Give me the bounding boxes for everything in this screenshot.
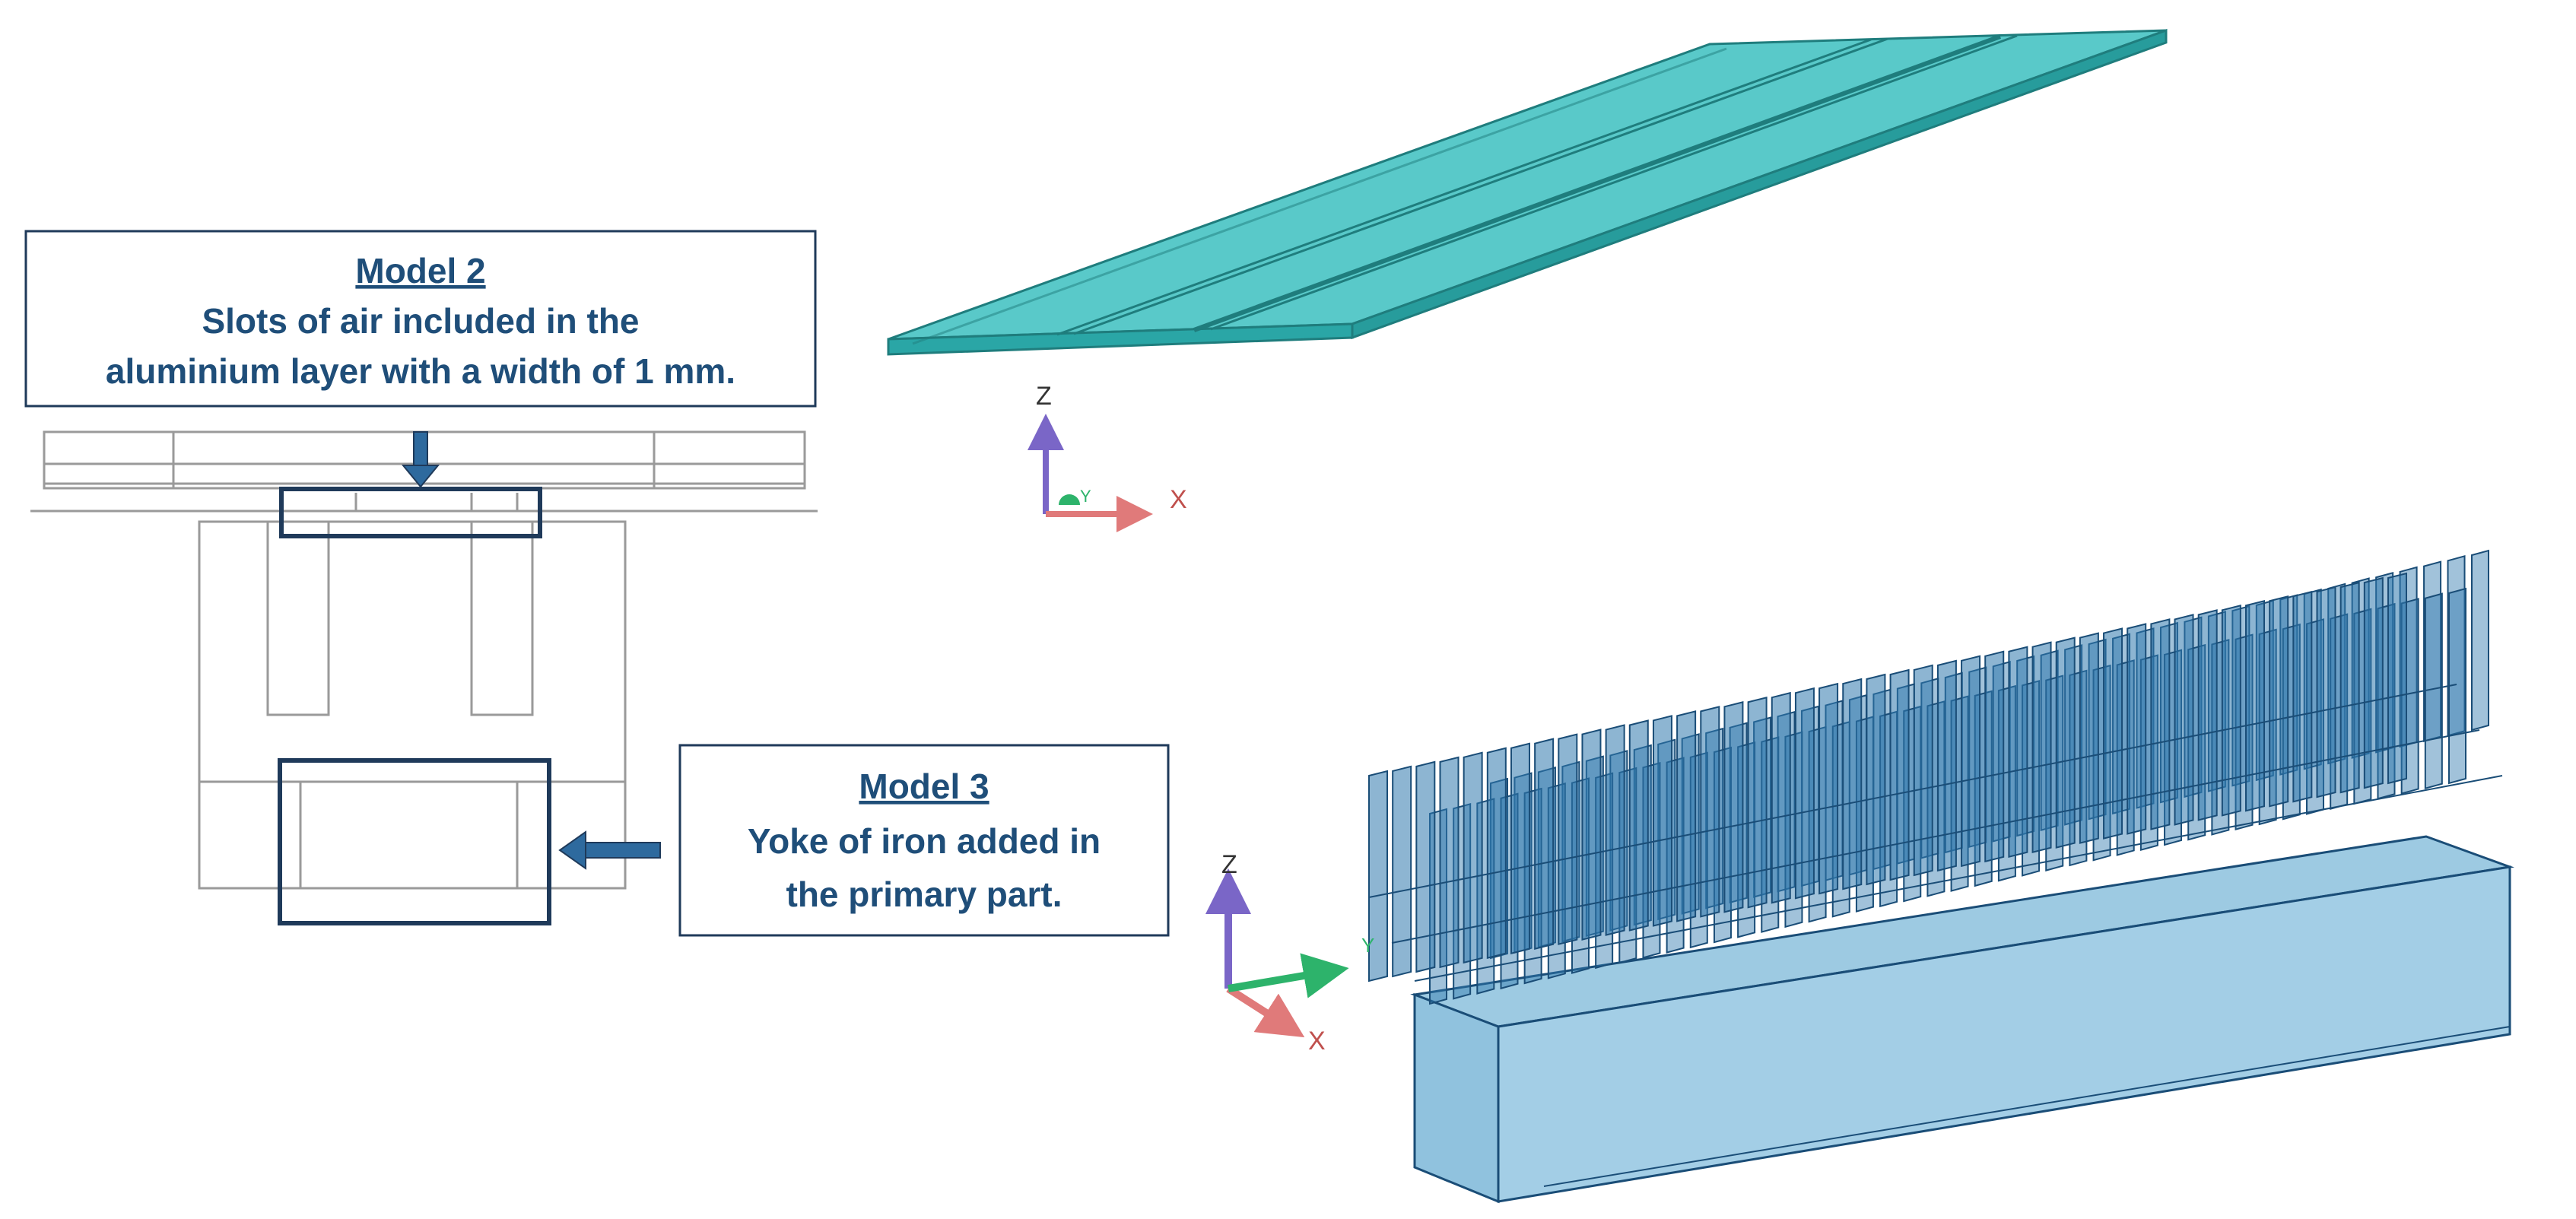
axis-bottom-y-label: Y	[1361, 934, 1374, 957]
tooth	[1652, 715, 1672, 927]
model2-highlight-box	[279, 487, 542, 538]
axis-top-y-label: Y	[1080, 487, 1091, 506]
tooth	[2150, 618, 2171, 830]
aluminium-plate-3d	[887, 28, 2168, 356]
tooth	[1984, 650, 2005, 863]
tooth	[1700, 706, 1720, 918]
tooth	[1794, 687, 1815, 900]
tooth	[2292, 590, 2313, 803]
tooth	[1723, 701, 1744, 913]
tooth	[1368, 770, 1388, 983]
tooth	[2363, 576, 2384, 789]
model3-highlight-box	[278, 758, 551, 925]
primary-core-outline	[198, 520, 627, 890]
tooth	[2424, 592, 2443, 790]
plate-top-face	[888, 29, 2167, 341]
tooth	[1534, 738, 1555, 950]
tooth	[1392, 765, 1412, 978]
tooth	[1415, 760, 1436, 973]
tooth-band-line	[1391, 729, 2480, 944]
tooth	[1866, 673, 1886, 886]
tooth	[2127, 623, 2147, 835]
tooth	[1486, 747, 1507, 960]
yoke-side-face	[1497, 865, 2511, 1203]
tooth	[2079, 632, 2099, 844]
tooth	[1842, 678, 1863, 890]
arrow-left-icon	[558, 830, 661, 870]
tooth	[1913, 664, 1933, 877]
yoke-front-face	[1413, 992, 1500, 1204]
tooth	[2245, 599, 2266, 812]
axis-top-z-label: Z	[1036, 382, 1052, 411]
tooth	[2197, 609, 2218, 821]
axis-bottom-x-label: X	[1308, 1027, 1326, 1056]
axis-bottom-y-arrow	[1228, 953, 1349, 998]
tooth	[1558, 733, 1578, 945]
plate-slot-line-3	[1193, 34, 2002, 332]
tooth-band-line	[1368, 684, 2457, 898]
tooth	[1605, 724, 1625, 936]
model3-callout: Model 3 Yoke of iron added in the primar…	[678, 744, 1170, 937]
plate-side-face	[1351, 28, 2168, 340]
tooth	[1676, 710, 1697, 922]
plate-slot-line-1	[1056, 38, 1872, 336]
cross-section-drawing	[30, 430, 818, 890]
tooth	[1747, 696, 1768, 909]
arrow-down-icon	[401, 431, 440, 488]
tooth	[1628, 719, 1649, 932]
tooth	[1771, 691, 1791, 904]
model3-line1: Yoke of iron added in	[748, 821, 1101, 861]
model3-line2: the primary part.	[786, 875, 1062, 914]
tooth	[2103, 627, 2123, 840]
primary-slot-right	[470, 522, 534, 716]
teeth-group	[1368, 549, 2503, 1005]
axis-bottom-x-arrow	[1226, 985, 1305, 1038]
plate-slot-line-4	[1210, 34, 2018, 331]
model2-line2: aluminium layer with a width of 1 mm.	[106, 351, 735, 391]
tooth	[2387, 572, 2407, 785]
tooth	[2339, 581, 2360, 794]
axis-top-y-marker	[1059, 494, 1080, 505]
tooth	[2423, 560, 2442, 742]
tooth	[2269, 595, 2289, 808]
tooth	[1510, 742, 1530, 955]
plate-inner-line	[912, 47, 1727, 345]
tooth	[2471, 549, 2489, 732]
model3-title: Model 3	[859, 767, 989, 806]
model2-line1: Slots of air included in the	[202, 301, 639, 341]
tooth	[1889, 668, 1910, 881]
model2-title: Model 2	[355, 251, 485, 290]
axis-bottom-z-label: Z	[1221, 850, 1237, 879]
primary-slot-left	[266, 522, 330, 716]
yoke-inner-line	[1543, 1026, 2511, 1187]
tooth	[1581, 729, 1602, 941]
tooth	[2221, 605, 2241, 817]
tooth	[1818, 682, 1839, 895]
axis-triad-icon: Z X Y	[1205, 850, 1374, 1056]
tooth	[1961, 655, 1981, 868]
tooth-band-line	[1414, 775, 2503, 982]
model2-callout: Model 2 Slots of air included in the alu…	[24, 230, 817, 408]
tooth	[1463, 751, 1483, 964]
axis-top-x-label: X	[1170, 485, 1187, 514]
primary-part-3d	[1368, 549, 2514, 1204]
tooth	[2031, 641, 2052, 853]
tooth	[2055, 636, 2076, 849]
tooth	[2174, 614, 2194, 826]
tooth	[2316, 586, 2336, 798]
axis-triad-icon: Z Y X	[1028, 382, 1187, 532]
tooth	[2008, 646, 2028, 859]
plate-slot-line-2	[1073, 37, 1888, 335]
tooth	[1439, 756, 1460, 969]
tooth	[1936, 659, 1957, 872]
tooth	[2447, 555, 2466, 737]
